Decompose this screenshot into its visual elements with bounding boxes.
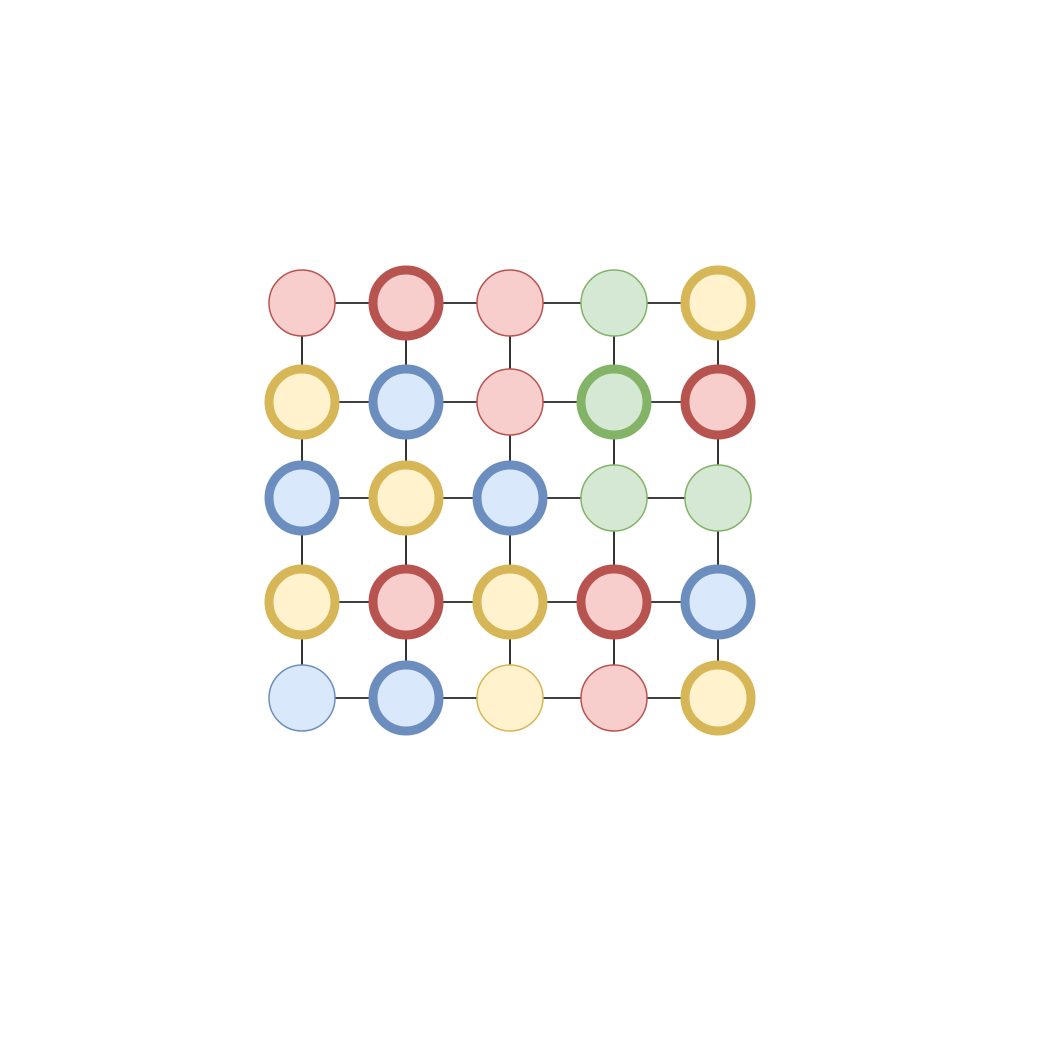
- node-r2-c4-green-bold: [576, 364, 652, 440]
- node-r3-c3-blue-bold: [472, 460, 548, 536]
- node-r2-c5-red-bold: [680, 364, 756, 440]
- node-r3-c4-green: [580, 464, 648, 532]
- node-r5-c3-yellow: [476, 664, 544, 732]
- node-r2-c3-red: [476, 368, 544, 436]
- node-r5-c4-red: [580, 664, 648, 732]
- node-r1-c4-green: [580, 269, 648, 337]
- node-r4-c3-yellow-bold: [472, 564, 548, 640]
- node-r2-c1-yellow-bold: [264, 364, 340, 440]
- node-r1-c1-red: [268, 269, 336, 337]
- node-r3-c2-yellow-bold: [368, 460, 444, 536]
- nodes-layer: [264, 265, 756, 736]
- node-r4-c5-blue-bold: [680, 564, 756, 640]
- node-r1-c2-red-bold: [368, 265, 444, 341]
- node-r5-c5-yellow-bold: [680, 660, 756, 736]
- node-r3-c1-blue-bold: [264, 460, 340, 536]
- node-r2-c2-blue-bold: [368, 364, 444, 440]
- node-r4-c1-yellow-bold: [264, 564, 340, 640]
- node-r1-c5-yellow-bold: [680, 265, 756, 341]
- node-r4-c2-red-bold: [368, 564, 444, 640]
- node-r5-c1-blue: [268, 664, 336, 732]
- node-r3-c5-green: [684, 464, 752, 532]
- node-r4-c4-red-bold: [576, 564, 652, 640]
- node-r1-c3-red: [476, 269, 544, 337]
- node-r5-c2-blue-bold: [368, 660, 444, 736]
